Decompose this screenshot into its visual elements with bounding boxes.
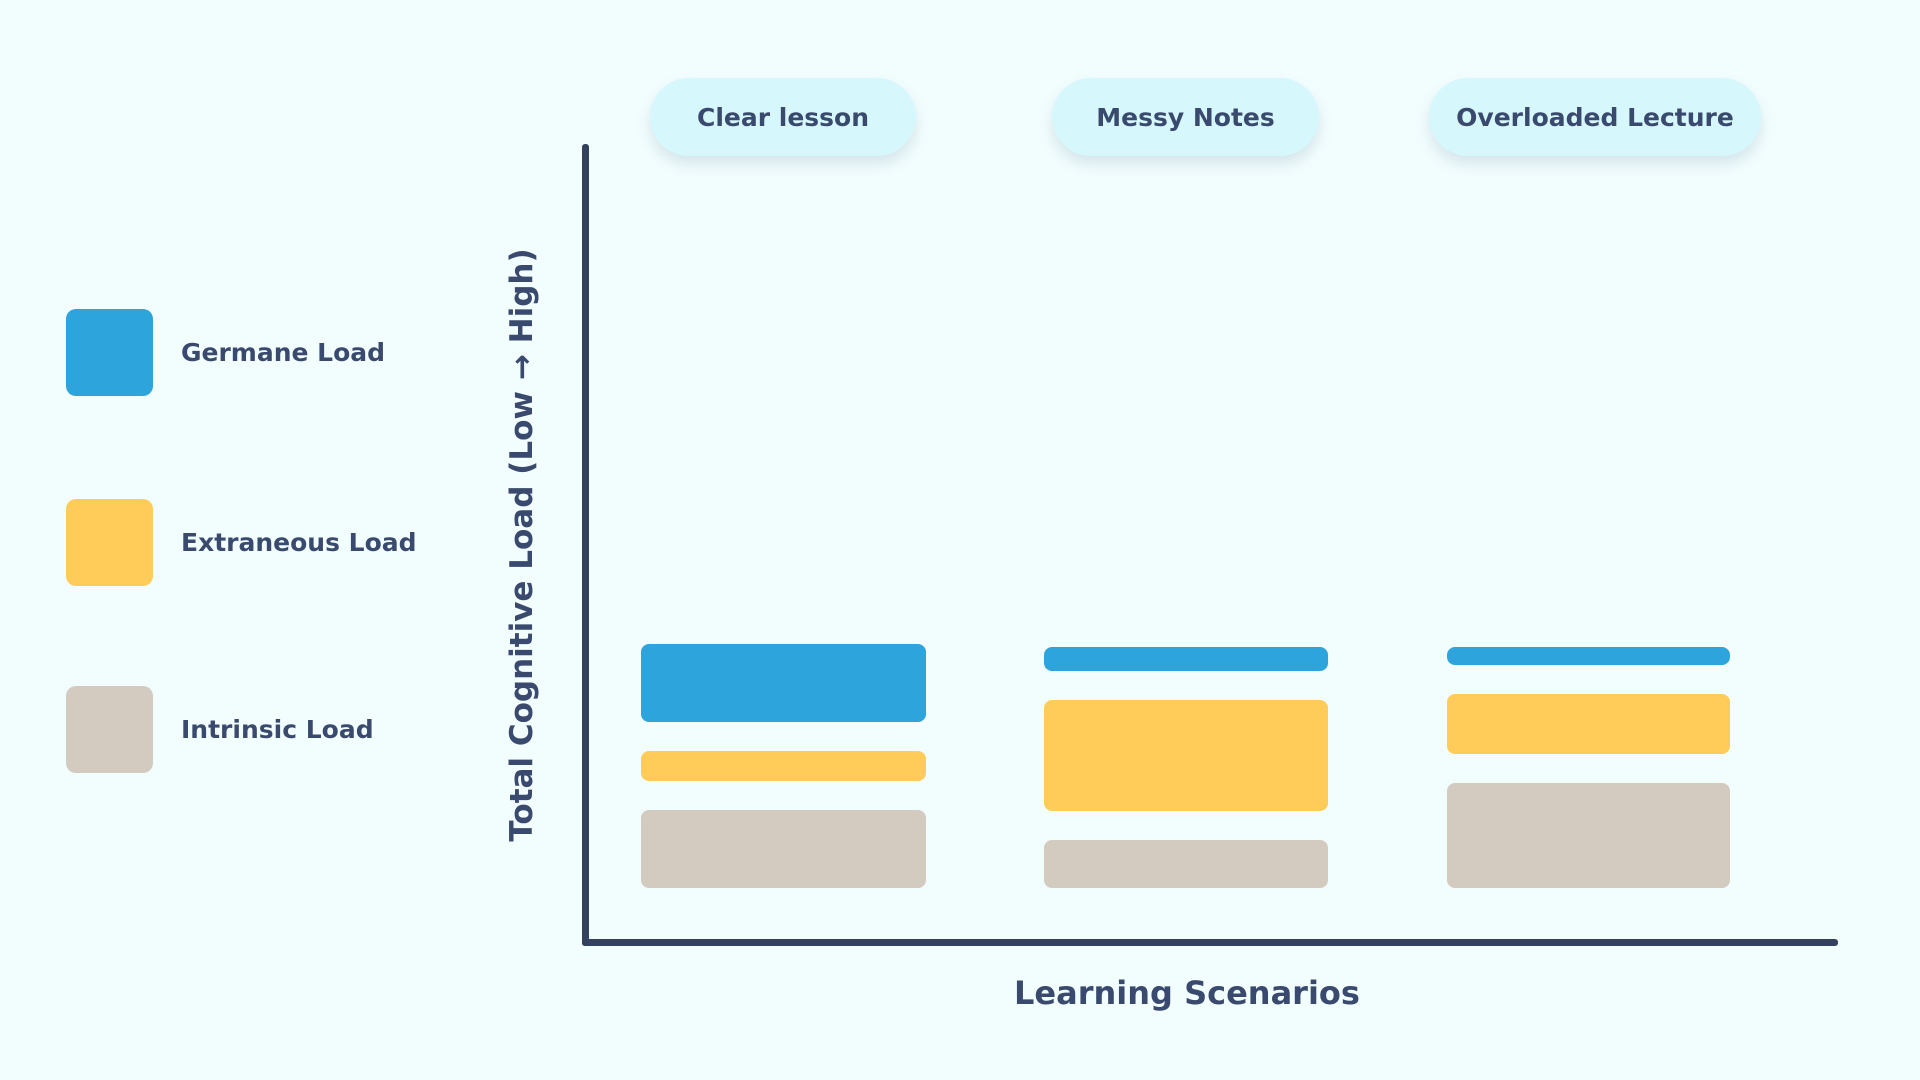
legend-item-germane-load: Germane Load — [66, 308, 385, 396]
legend-swatch-germane-load — [66, 308, 153, 396]
bar-segment-clear-lesson-intrinsic-load — [641, 810, 926, 888]
legend-swatch-intrinsic-load — [66, 685, 153, 773]
legend-label: Extraneous Load — [181, 527, 417, 557]
bar-segment-overloaded-lecture-extraneous-load — [1447, 694, 1730, 754]
bar-segment-clear-lesson-extraneous-load — [641, 751, 926, 781]
bar-segment-messy-notes-extraneous-load — [1044, 700, 1328, 811]
bar-segment-clear-lesson-germane-load — [641, 644, 926, 722]
bar-segment-messy-notes-intrinsic-load — [1044, 840, 1328, 888]
y-axis-label: Total Cognitive Load (Low → High) — [504, 248, 540, 842]
category-label-clear-lesson: Clear lesson — [650, 78, 916, 156]
legend-label: Germane Load — [181, 337, 386, 367]
legend-swatch-extraneous-load — [66, 498, 153, 586]
category-label-messy-notes: Messy Notes — [1052, 78, 1319, 156]
bar-segment-messy-notes-germane-load — [1044, 647, 1328, 671]
category-label-overloaded-lecture: Overloaded Lecture — [1429, 78, 1761, 156]
legend-label: Intrinsic Load — [181, 714, 374, 744]
y-axis-line — [582, 144, 589, 946]
x-axis-label: Learning Scenarios — [1014, 974, 1360, 1012]
x-axis-line — [582, 939, 1838, 946]
bar-segment-overloaded-lecture-germane-load — [1447, 647, 1730, 665]
bar-segment-overloaded-lecture-intrinsic-load — [1447, 783, 1730, 888]
legend-item-extraneous-load: Extraneous Load — [66, 498, 417, 586]
legend-item-intrinsic-load: Intrinsic Load — [66, 685, 374, 773]
